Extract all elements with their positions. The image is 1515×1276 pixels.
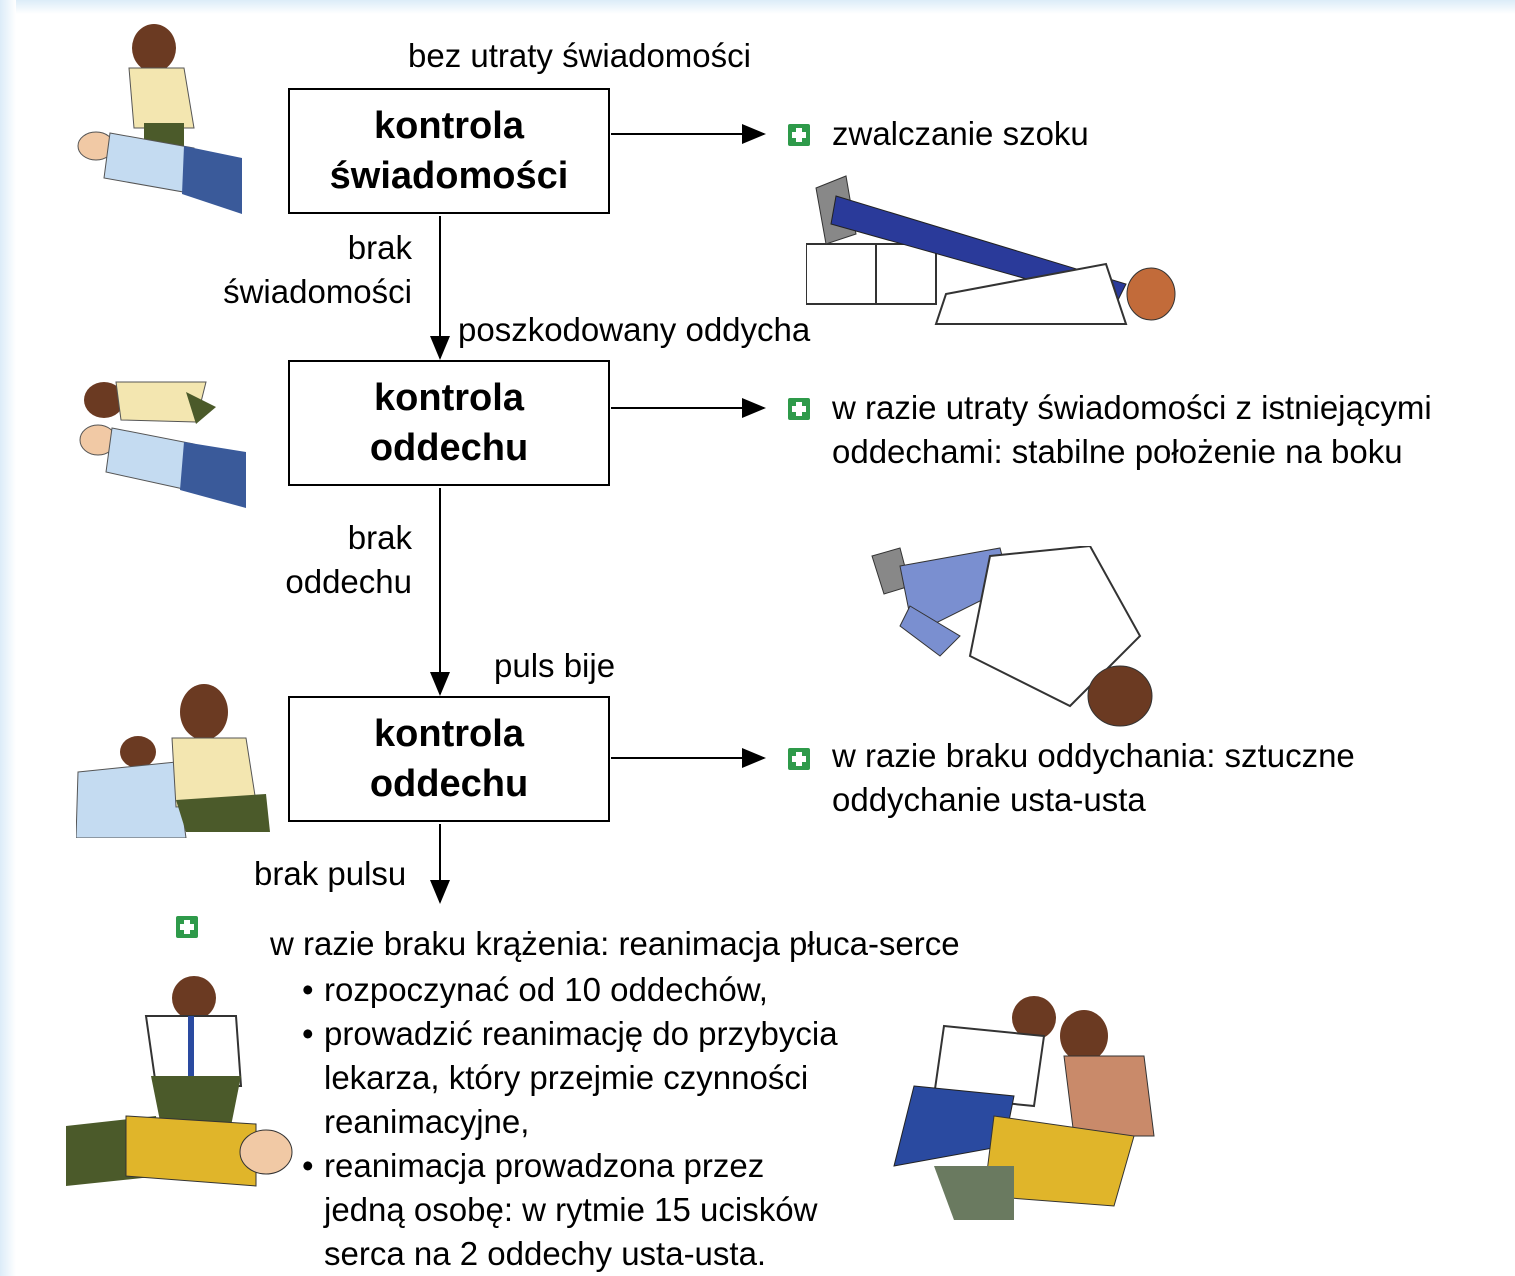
box-line-2: świadomości — [329, 155, 569, 197]
first-aid-cross-icon — [788, 748, 810, 770]
cpr-bullet-2: prowadzić reanimację do przybycia lekarz… — [302, 1012, 838, 1144]
box-line-2: oddechu — [369, 763, 529, 805]
breath-check-illustration — [79, 381, 246, 508]
cpr-bullet-list: rozpoczynać od 10 oddechów, prowadzić re… — [302, 968, 838, 1276]
box-breath-check-2: kontrola oddechu — [288, 696, 610, 822]
bullet-line: serca na 2 oddechy usta-usta. — [324, 1235, 767, 1272]
label-no-breath-1: brak — [347, 519, 412, 556]
box-line-1: kontrola — [374, 713, 524, 755]
first-aid-cross-icon — [788, 124, 810, 146]
box-breath-check-1: kontrola oddechu — [288, 360, 610, 486]
pulse-check-illustration — [76, 684, 270, 838]
consciousness-check-illustration — [77, 24, 242, 214]
cpr-single-rescuer-illustration — [66, 976, 293, 1187]
first-aid-cross-icon — [176, 916, 198, 938]
left-gradient — [0, 0, 16, 1276]
bullet-line: jedną osobę: w rytmie 15 ucisków — [324, 1191, 818, 1228]
box-line-2: oddechu — [369, 427, 529, 469]
label-no-loss: bez utraty świadomości — [408, 37, 751, 74]
bullet-line: reanimacja prowadzona przez — [324, 1147, 765, 1184]
bullet-line: prowadzić reanimację do przybycia — [324, 1015, 838, 1052]
cpr-two-rescuers-illustration — [893, 996, 1155, 1220]
cpr-heading: w razie braku krążenia: reanimacja płuca… — [270, 925, 960, 962]
label-no-pulse: brak pulsu — [254, 855, 407, 892]
shock-position-illustration — [806, 175, 1176, 325]
label-breathing: poszkodowany oddycha — [458, 311, 811, 348]
action-rescue-line-2: oddychanie usta-usta — [832, 781, 1146, 818]
bullet-line: lekarza, który przejmie czynności — [324, 1059, 809, 1096]
label-no-breath-2: oddechu — [285, 563, 412, 600]
bullet-line: rozpoczynać od 10 oddechów, — [324, 971, 768, 1008]
action-shock: zwalczanie szoku — [832, 115, 1089, 152]
action-rescue-line-1: w razie braku oddychania: sztuczne — [832, 737, 1355, 774]
recovery-position-illustration — [871, 546, 1153, 727]
bullet-line: reanimacyjne, — [324, 1103, 530, 1140]
box-line-1: kontrola — [374, 105, 524, 147]
top-gradient — [0, 0, 1515, 14]
action-recovery-line-2: oddechami: stabilne położenie na boku — [832, 433, 1403, 470]
action-recovery-line-1: w razie utraty świadomości z istniejącym… — [832, 389, 1432, 426]
box-consciousness-check: kontrola świadomości — [288, 88, 610, 214]
label-no-consciousness-1: brak — [347, 229, 412, 266]
cpr-bullet-1: rozpoczynać od 10 oddechów, — [302, 968, 838, 1012]
label-pulse: puls bije — [494, 647, 616, 684]
box-line-1: kontrola — [374, 377, 524, 419]
label-no-consciousness-2: świadomości — [223, 273, 412, 310]
first-aid-cross-icon — [788, 398, 810, 420]
cpr-bullet-3: reanimacja prowadzona przez jedną osobę:… — [302, 1144, 838, 1276]
